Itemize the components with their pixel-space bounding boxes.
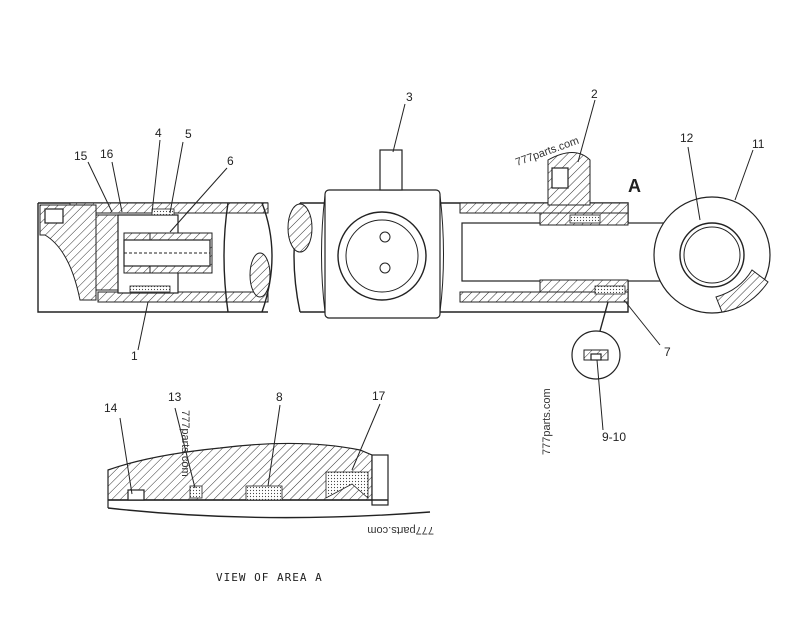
callouts: 1 2 3 4 5 6 7 8 9-10 11 12 13 14 15 16 1… <box>74 87 765 444</box>
callout-2: 2 <box>591 87 598 101</box>
callout-3: 3 <box>406 90 413 104</box>
watermark-bottom: 777parts.com <box>367 524 434 536</box>
callout-13: 13 <box>168 390 182 404</box>
callout-9-10: 9-10 <box>602 430 626 444</box>
callout-17: 17 <box>372 389 386 403</box>
callout-12: 12 <box>680 131 694 145</box>
callout-5: 5 <box>185 127 192 141</box>
callout-1: 1 <box>131 349 138 363</box>
rod-end-section <box>440 152 771 380</box>
callout-7: 7 <box>664 345 671 359</box>
callout-16: 16 <box>100 147 114 161</box>
head-end-section <box>37 202 273 313</box>
watermark-detail: 777parts.com <box>179 410 191 477</box>
callout-4: 4 <box>155 126 162 140</box>
trunnion-section <box>287 149 444 319</box>
callout-6: 6 <box>227 154 234 168</box>
watermark-side: 777parts.com <box>541 388 553 455</box>
callout-15: 15 <box>74 149 88 163</box>
callout-11: 11 <box>752 137 765 151</box>
view-caption: VIEW OF AREA A <box>216 571 323 584</box>
callout-8: 8 <box>276 390 283 404</box>
detail-view-area-a <box>107 442 431 519</box>
leader-lines <box>87 99 754 495</box>
area-a-label: A <box>628 176 641 196</box>
callout-14: 14 <box>104 401 118 415</box>
